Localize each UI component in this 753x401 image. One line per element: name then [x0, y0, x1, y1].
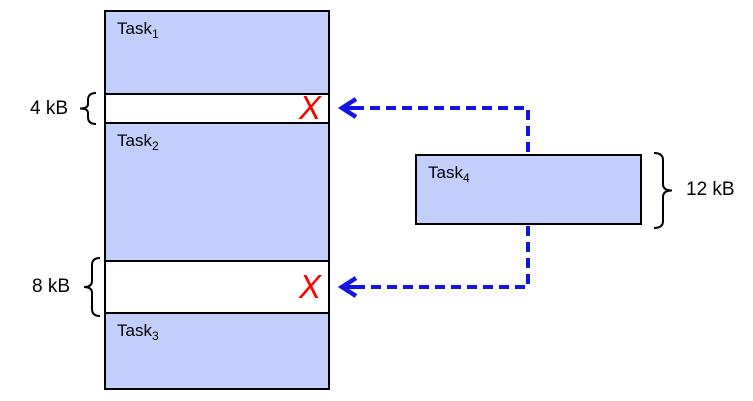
task3-label: Task3 [117, 321, 159, 343]
gap-4kb [106, 95, 328, 122]
brace-8kb [83, 257, 101, 317]
task4-block: Task4 [415, 154, 642, 225]
memory-column: Task1 Task2 Task3 [104, 10, 330, 390]
gap-8kb-size-label: 8 kB [31, 276, 70, 297]
task2-block: Task2 [106, 122, 328, 262]
no-fit-x-icon-8kb: X [298, 268, 321, 305]
gap-8kb [106, 262, 328, 312]
task4-size-label: 12 kB [686, 179, 735, 200]
task1-label: Task1 [117, 19, 159, 41]
task3-block: Task3 [106, 312, 328, 388]
arrow-to-4kb-gap [347, 106, 530, 152]
no-fit-x-icon-4kb: X [298, 89, 321, 126]
brace-12kb [653, 152, 673, 229]
task2-label: Task2 [117, 131, 159, 153]
task1-block: Task1 [106, 12, 328, 95]
arrow-to-8kb-gap [347, 226, 530, 289]
task4-label: Task4 [428, 163, 470, 185]
arrowhead-left-icon-4kb [337, 97, 358, 119]
arrowhead-left-icon-8kb [337, 276, 358, 298]
brace-4kb [79, 92, 97, 125]
gap-4kb-size-label: 4 kB [29, 98, 68, 119]
